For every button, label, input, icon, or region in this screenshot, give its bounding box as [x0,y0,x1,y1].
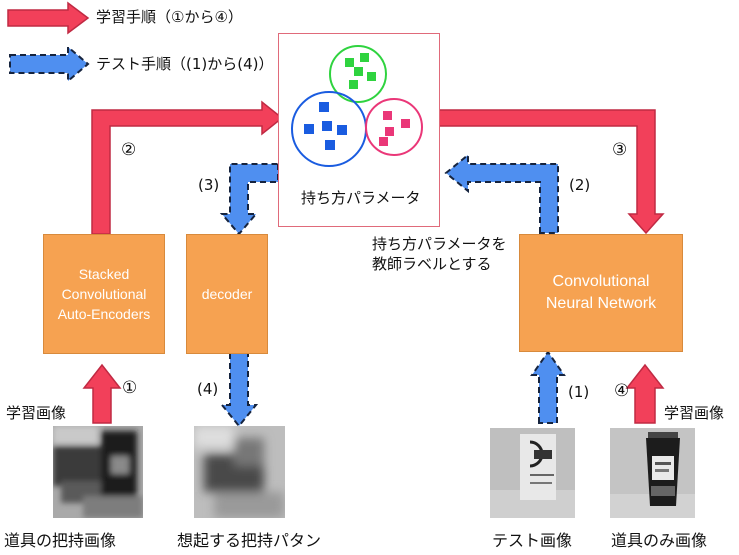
green-point [360,53,369,62]
caption-test-image: テスト画像 [492,531,573,550]
recalled-pattern-image [194,426,285,518]
cnn-line: Convolutional [552,273,650,290]
teacher-label-line2: 教師ラベルとする [372,255,492,273]
legend-train-label: 学習手順（①から④） [96,8,243,26]
blue-point [337,125,347,135]
blue-point [319,102,329,112]
cnn-box: Convolutional Neural Network [519,234,683,352]
step-test-1: (1) [568,383,590,401]
scae-line: Stacked [78,266,130,282]
step-train-4: ④ [614,381,630,401]
green-point [349,80,358,89]
test-arrow-2 [444,152,559,234]
step-test-3: (3) [198,176,220,194]
scae-box: Stacked Convolutional Auto-Encoders [43,234,165,354]
train-arrow-1 [82,363,122,424]
train-arrow-4 [625,363,665,424]
legend-test-label: テスト手順（(1)から(4)） [96,55,274,73]
blue-point [322,121,332,131]
scae-line: Auto-Encoders [57,306,151,322]
green-point [354,67,363,76]
test-arrow-3 [219,163,279,236]
test-arrow-1 [530,350,566,424]
step-train-2: ② [121,140,137,160]
caption-tool-only-image: 道具のみ画像 [611,531,708,550]
step-test-4: (4) [197,380,219,398]
grasp-parameter-label: 持ち方パラメータ [301,189,421,207]
green-point [345,58,354,67]
learn-image-label-left: 学習画像 [6,404,67,422]
learn-image-label-right: 学習画像 [664,404,725,422]
grasp-image [53,426,143,518]
grasp-parameter-box: 持ち方パラメータ [278,33,440,227]
test-arrow-4 [219,352,259,428]
step-train-3: ③ [612,140,628,160]
blue-point [304,124,314,134]
legend-train-arrow [7,1,90,35]
decoder-box: decoder [186,234,268,354]
blue-point [325,140,335,150]
train-arrow-2 [91,100,284,235]
pink-point [379,137,388,146]
pink-point [401,119,410,128]
legend-test-arrow [9,44,90,84]
green-point [367,72,376,81]
pink-point [385,127,394,136]
step-train-1: ① [122,378,138,398]
cnn-line: Neural Network [545,295,657,312]
pink-cluster-circle [365,98,423,156]
scae-line: Convolutional [61,286,147,302]
pink-point [383,111,392,120]
step-test-2: (2) [569,176,591,194]
tool-only-image [610,428,695,518]
caption-recalled-pattern: 想起する把持パタン [177,531,322,550]
parameter-cluster-figure [291,45,423,167]
decoder-label: decoder [201,286,253,302]
teacher-label-line1: 持ち方パラメータを [372,235,507,253]
test-image [490,428,575,518]
train-arrow-3 [437,109,665,235]
green-cluster-circle [329,45,387,103]
caption-grasp-image: 道具の把持画像 [4,531,117,550]
